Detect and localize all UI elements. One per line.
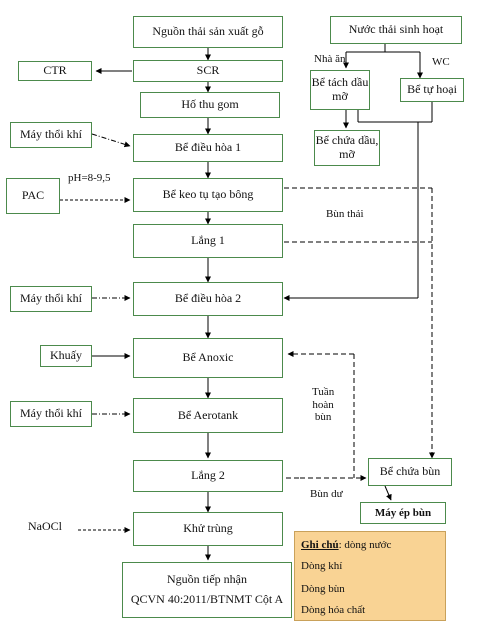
box-oil-tank: Bể chứa dầu, mỡ (314, 130, 380, 166)
box-ctr: CTR (18, 61, 92, 81)
legend-chemical: Dòng hóa chất (301, 604, 366, 616)
box-anoxic: Bể Anoxic (133, 338, 283, 378)
box-septic: Bể tự hoại (400, 78, 464, 102)
legend: Ghi chú: dòng nước Dòng khí Dòng bùn Dòn… (294, 531, 446, 621)
box-receiving-water: Nguồn tiếp nhận QCVN 40:2011/BTNMT Cột A (122, 562, 292, 618)
label-wc: WC (432, 56, 450, 68)
label-waste-sludge: Bùn thải (326, 208, 364, 220)
box-disinfection: Khử trùng (133, 512, 283, 546)
box-aerotank: Bể Aerotank (133, 398, 283, 433)
box-pac: PAC (6, 178, 60, 214)
legend-air: Dòng khí (301, 560, 343, 572)
label-sludge-recycle: Tuần hoàn bùn (312, 386, 335, 424)
box-equalization-1: Bể điều hòa 1 (133, 134, 283, 162)
label-ph: pH=8-9,5 (68, 172, 111, 184)
legend-water: Ghi chú: dòng nước (301, 539, 392, 551)
label-excess-sludge: Bùn dư (310, 488, 343, 500)
box-sump: Hố thu gom (140, 92, 280, 118)
box-domestic-wastewater: Nước thải sinh hoạt (330, 16, 462, 44)
box-grease-trap: Bể tách dầu mỡ (310, 70, 370, 110)
box-blower-2: Máy thổi khí (10, 286, 92, 312)
box-settling-2: Lắng 2 (133, 460, 283, 492)
box-blower-1: Máy thổi khí (10, 122, 92, 148)
box-wood-source: Nguồn thải sản xuất gỗ (133, 16, 283, 48)
box-coagulation: Bể keo tụ tạo bông (133, 178, 283, 212)
label-kitchen: Nhà ăn (314, 53, 346, 65)
legend-title: Ghi chú (301, 539, 339, 551)
box-equalization-2: Bể điều hòa 2 (133, 282, 283, 316)
receiver-standard: QCVN 40:2011/BTNMT Cột A (130, 592, 284, 606)
box-mixer: Khuấy (40, 345, 92, 367)
box-settling-1: Lắng 1 (133, 224, 283, 258)
label-naocl: NaOCl (28, 519, 62, 533)
box-scr: SCR (133, 60, 283, 82)
box-sludge-tank: Bể chứa bùn (368, 458, 452, 486)
arrow-sludge-press (384, 485, 392, 501)
legend-sludge: Dòng bùn (301, 583, 345, 595)
receiver-name: Nguồn tiếp nhận (167, 572, 247, 587)
box-blower-3: Máy thổi khí (10, 401, 92, 427)
air-blower1-eq1 (91, 133, 131, 148)
box-sludge-press: Máy ép bùn (360, 502, 446, 524)
